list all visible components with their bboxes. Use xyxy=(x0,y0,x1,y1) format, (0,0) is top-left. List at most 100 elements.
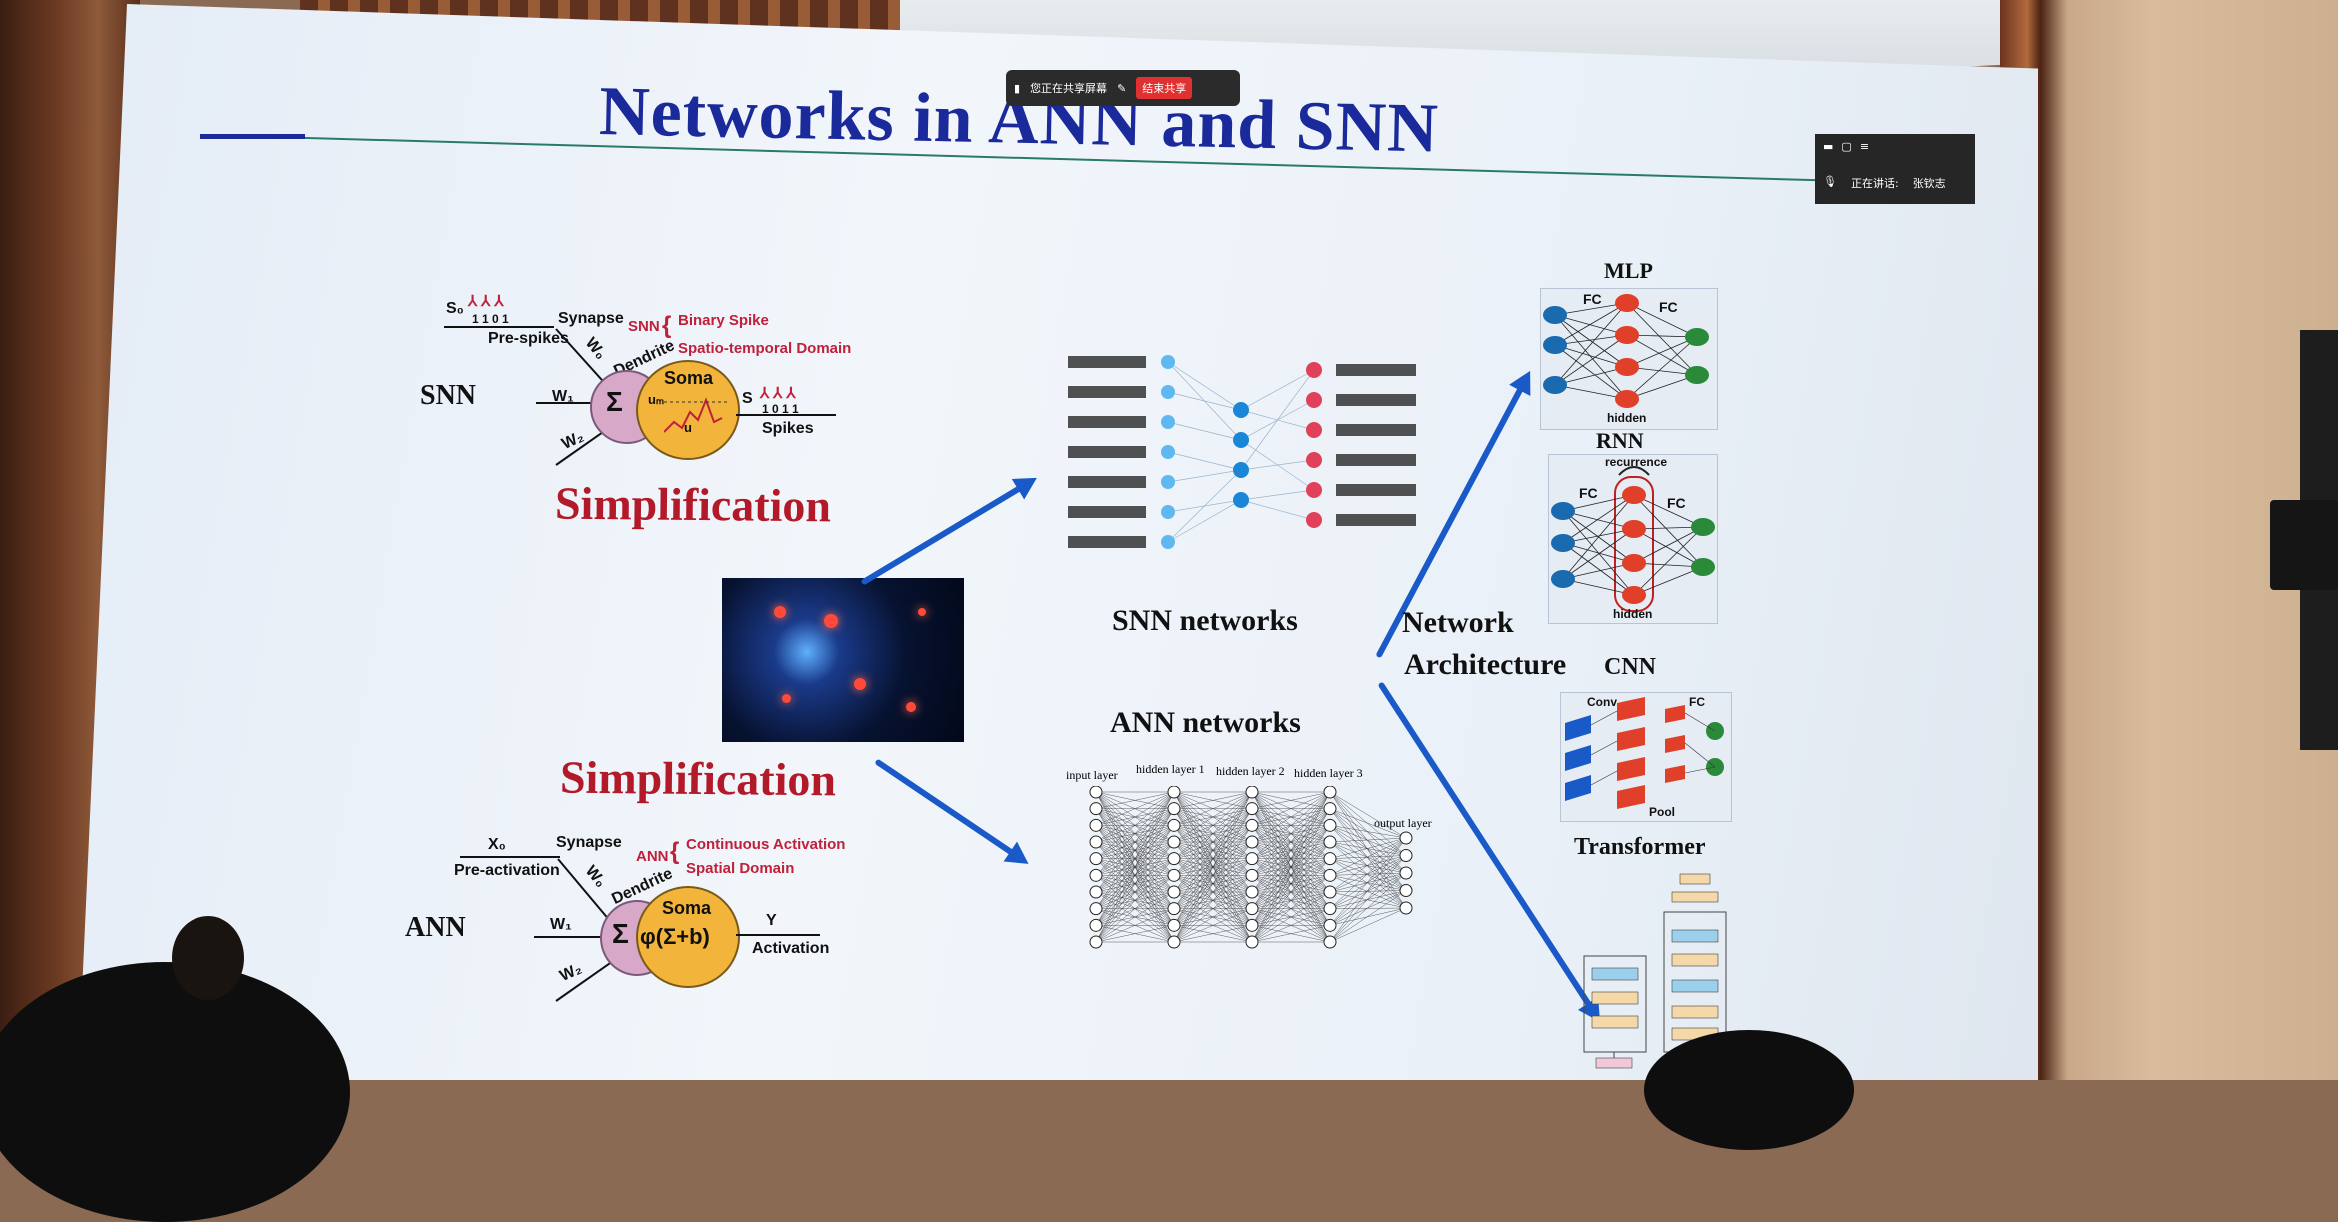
snn-sigma: Σ xyxy=(606,386,623,417)
ann-network-diagram xyxy=(1089,786,1413,949)
screen-share-bar[interactable]: ▮ 您正在共享屏幕 ✎ 结束共享 xyxy=(1006,70,1240,106)
snn-spikes-label: Spikes xyxy=(762,420,814,437)
ann-node xyxy=(1245,918,1259,932)
transformer-diagram xyxy=(1583,873,1727,1069)
ann-connection xyxy=(1329,837,1407,876)
snn-w1: W₁ xyxy=(552,388,574,405)
ann-node xyxy=(1323,786,1337,799)
ann-node xyxy=(1323,802,1337,816)
ann-connection xyxy=(1329,890,1407,893)
ann-connection xyxy=(1329,841,1407,856)
ann-connection xyxy=(1329,858,1407,891)
ann-connection xyxy=(1173,908,1253,943)
ann-node xyxy=(1167,818,1181,832)
annotate-icon[interactable]: ✎ xyxy=(1117,81,1127,95)
ann-connection xyxy=(1251,791,1331,926)
snn-out-s: S xyxy=(742,390,753,407)
mlp-fc-right: FC xyxy=(1659,299,1678,315)
ann-connection xyxy=(1251,891,1331,943)
ann-connection xyxy=(1173,841,1253,943)
ann-pre-label: Pre-activation xyxy=(454,862,560,879)
share-status-text: 您正在共享屏幕 xyxy=(1030,82,1108,95)
ann-node xyxy=(1167,902,1181,916)
ann-connection xyxy=(1095,875,1175,943)
mlp-hidden: hidden xyxy=(1607,411,1647,425)
presenter-head xyxy=(172,916,244,1000)
snn-brace: { xyxy=(662,312,672,339)
snn-soma-label: Soma xyxy=(664,368,714,388)
snn-presynaptic: S₀ xyxy=(446,300,464,317)
ann-node xyxy=(1323,818,1337,832)
layout-icon[interactable]: ≡ xyxy=(1859,140,1870,153)
ann-layer-hidden-3: hidden layer 3 xyxy=(1294,766,1363,780)
window-controls[interactable]: ▬ ▢ ≡ xyxy=(1823,140,1967,153)
ann-connection xyxy=(1173,791,1253,809)
audience-head-left xyxy=(0,962,350,1222)
mlp-title: MLP xyxy=(1604,258,1653,283)
cnn-pool: Pool xyxy=(1649,805,1675,819)
ann-connection xyxy=(1329,875,1407,909)
ann-connection xyxy=(1095,841,1175,943)
ann-connection xyxy=(1329,837,1407,893)
ann-connection xyxy=(1329,837,1407,843)
rnn-fc-left: FC xyxy=(1579,485,1598,501)
ann-connection xyxy=(1251,791,1331,826)
ann-soma xyxy=(636,886,740,988)
ann-connection xyxy=(1095,791,1175,876)
ann-brace-2: Spatial Domain xyxy=(686,860,795,877)
wall-speaker xyxy=(2270,500,2338,590)
cnn-card: Conv FC Pool xyxy=(1560,692,1732,822)
snn-out-spike-glyphs: ⅄⅄⅄ xyxy=(760,385,800,402)
architecture-line-1: Network xyxy=(1402,606,1514,639)
rnn-hidden: hidden xyxy=(1613,607,1653,621)
ann-node xyxy=(1167,918,1181,932)
ann-connection xyxy=(1329,872,1407,909)
ann-connection xyxy=(1329,825,1407,891)
ann-connection xyxy=(1173,891,1253,943)
mlp-fc-left: FC xyxy=(1583,291,1602,307)
ann-node xyxy=(1245,818,1259,832)
ann-connection xyxy=(1329,907,1407,909)
ann-connection xyxy=(1329,791,1407,839)
ann-connection xyxy=(1095,791,1175,909)
snn-networks-label: SNN networks xyxy=(1112,604,1298,637)
transformer-title: Transformer xyxy=(1574,834,1706,860)
stop-share-button[interactable]: 结束共享 xyxy=(1136,77,1193,99)
minimize-icon[interactable]: ▬ xyxy=(1823,140,1834,153)
ann-node xyxy=(1245,885,1259,899)
ann-node xyxy=(1245,786,1259,799)
ann-formula: φ(Σ+b) xyxy=(640,924,710,949)
ann-connection xyxy=(1251,925,1331,943)
ann-node xyxy=(1399,901,1413,915)
ann-connection xyxy=(1173,825,1253,943)
ann-connection xyxy=(1329,890,1407,943)
ann-node xyxy=(1323,835,1337,849)
snn-out-bits: 1 0 1 1 xyxy=(762,402,799,416)
snn-synapse-label: Synapse xyxy=(558,310,624,327)
ann-connection xyxy=(1329,841,1407,874)
restore-icon[interactable]: ▢ xyxy=(1841,140,1852,153)
ann-brace: { xyxy=(670,838,680,865)
ann-node xyxy=(1167,852,1181,866)
ann-connection xyxy=(1329,858,1407,874)
ann-connection xyxy=(1095,791,1175,859)
ann-connection xyxy=(1095,908,1175,943)
ann-input-line xyxy=(460,856,560,858)
ann-node xyxy=(1245,902,1259,916)
ann-connection xyxy=(1329,890,1407,909)
snn-brace-1: Binary Spike xyxy=(678,312,769,329)
snn-spike-glyphs: ⅄⅄⅄ xyxy=(468,293,508,310)
cnn-conv: Conv xyxy=(1587,695,1617,709)
ann-connection xyxy=(1173,791,1253,943)
ann-connection xyxy=(1251,791,1331,909)
ann-connection xyxy=(1173,791,1253,843)
ann-connection xyxy=(1329,890,1407,926)
ann-node xyxy=(1245,835,1259,849)
ann-output-line xyxy=(736,934,820,936)
ann-connection xyxy=(1095,825,1175,943)
signal-icon: ▮ xyxy=(1014,81,1021,95)
rnn-recurrence: recurrence xyxy=(1605,455,1668,469)
ann-connection xyxy=(1329,791,1407,874)
ann-connection xyxy=(1329,841,1407,909)
ann-node xyxy=(1323,885,1337,899)
